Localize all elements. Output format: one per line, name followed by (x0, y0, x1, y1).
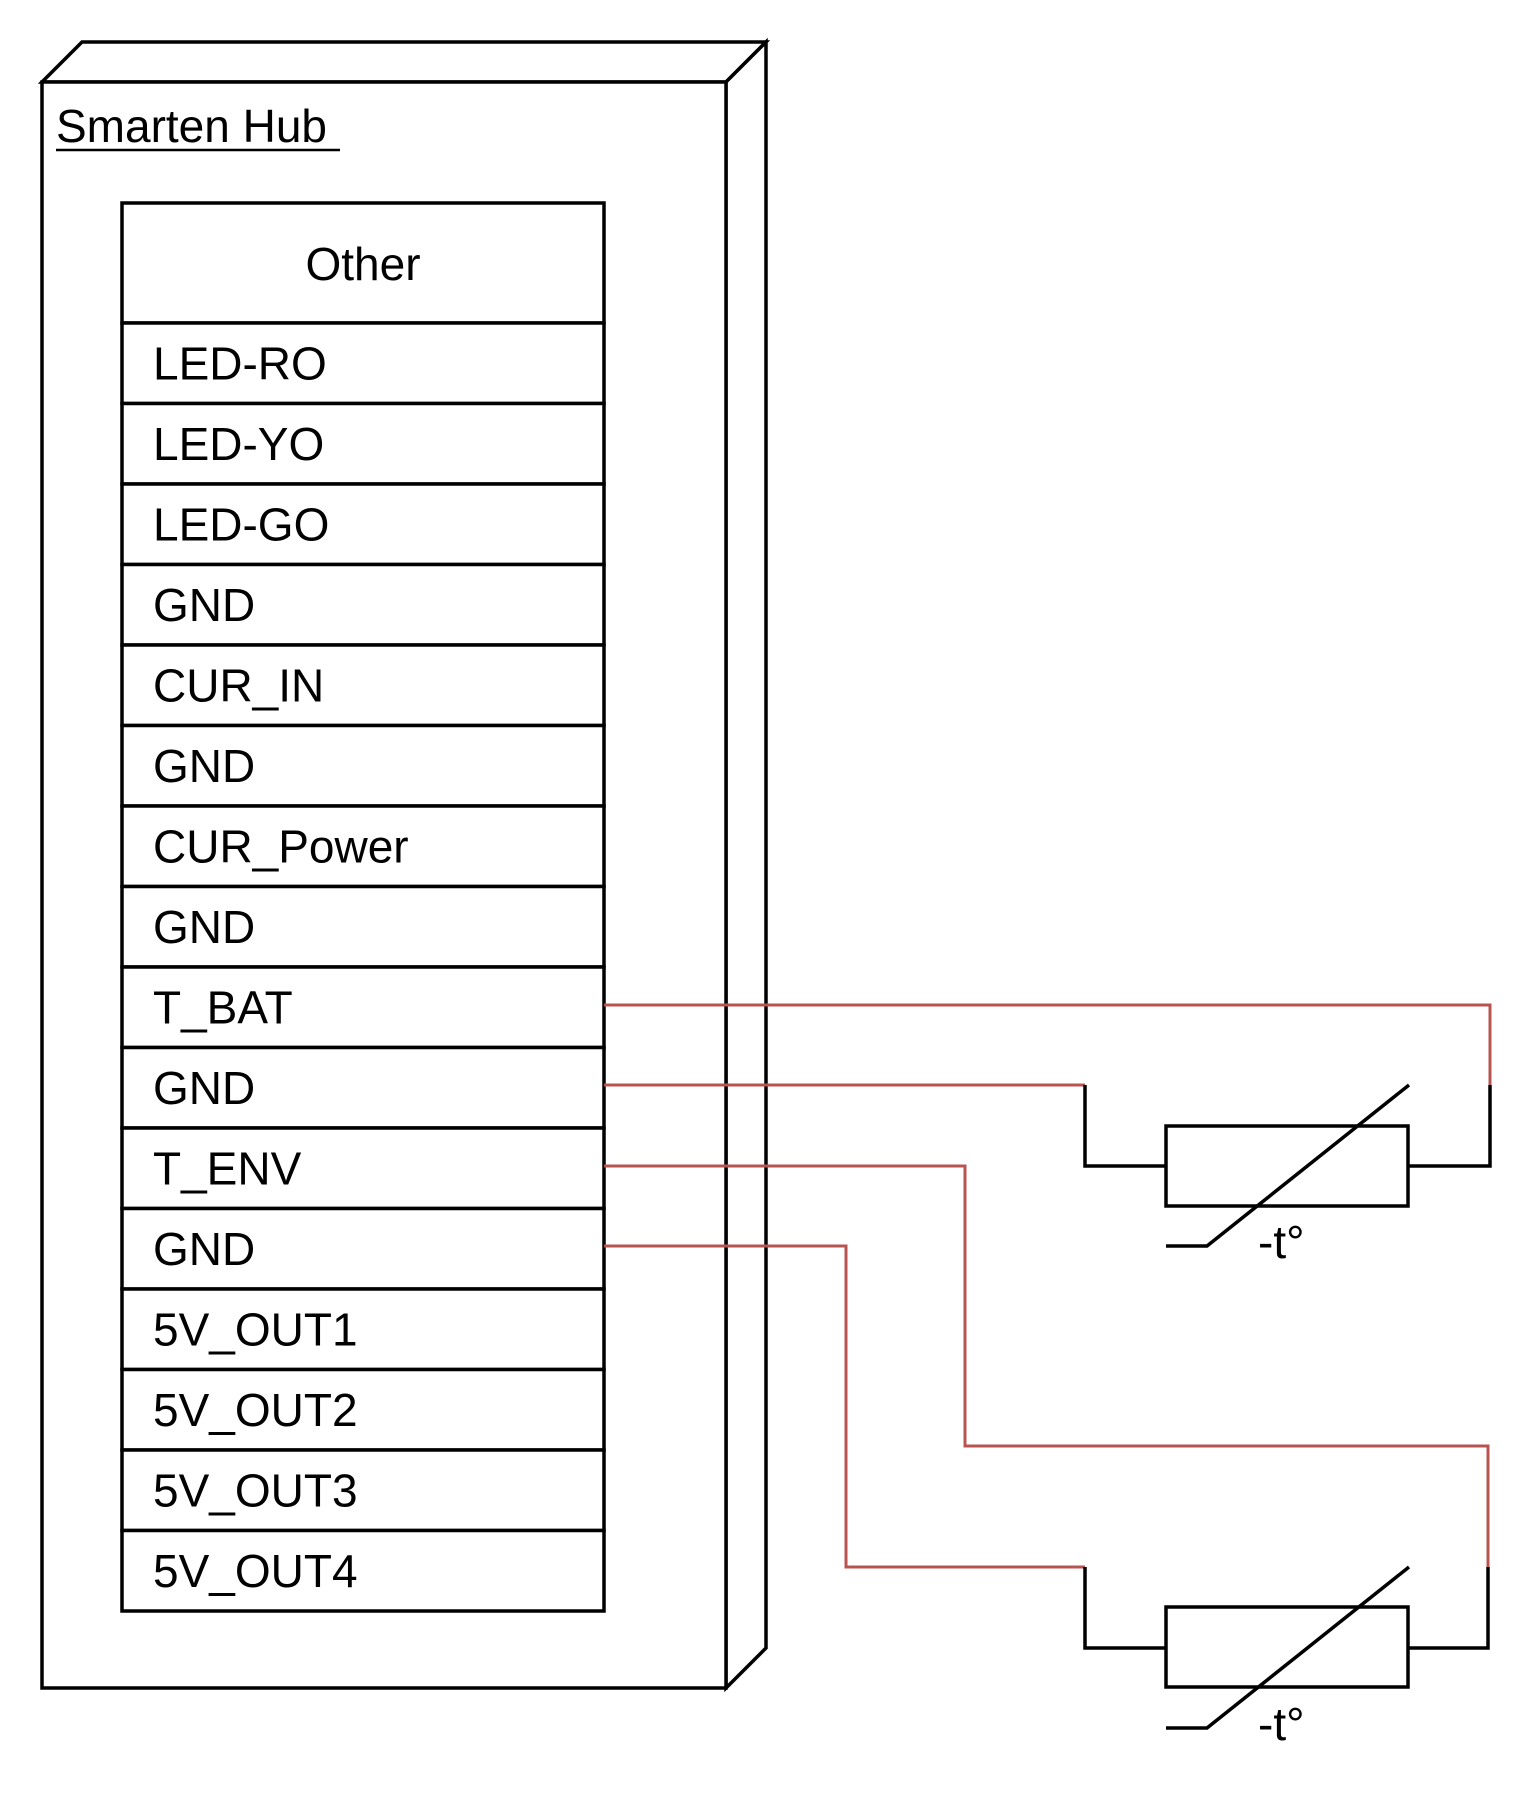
pin-label: LED-GO (153, 498, 329, 550)
pin-label: GND (153, 901, 255, 953)
pin-row (120, 1126, 606, 1211)
pin-block: Other LED-RO LED-YO LED-GO GND CUR_IN GND CUR_… (120, 201, 606, 1613)
pin-label: GND (153, 1062, 255, 1114)
pin-row (120, 1367, 606, 1452)
pin-row (120, 965, 606, 1050)
thermistor-1-slash (1166, 1083, 1411, 1248)
pin-label: 5V_OUT1 (153, 1303, 358, 1355)
thermistor-1-body (1164, 1124, 1410, 1208)
pin-row (120, 1448, 606, 1533)
pin-row (120, 401, 606, 486)
pin-row (120, 1045, 606, 1130)
pin-row (120, 884, 606, 969)
pin-label: CUR_IN (153, 659, 324, 711)
hub-node-side-face (724, 37, 768, 1693)
pin-label: LED-RO (153, 337, 327, 389)
pin-label: 5V_OUT3 (153, 1464, 358, 1516)
pin-label: GND (153, 1223, 255, 1275)
pin-label: 5V_OUT2 (153, 1384, 358, 1436)
thermistor-2-label: -t° (1258, 1698, 1305, 1750)
thermistor-2-left-lead (1083, 1567, 1166, 1650)
thermistor-1-left-lead (1083, 1085, 1166, 1168)
pin-label: GND (153, 579, 255, 631)
thermistor-2-body (1164, 1605, 1410, 1689)
thermistor-2-right-lead (1408, 1567, 1490, 1650)
thermistor-1-label: -t° (1258, 1216, 1305, 1268)
pin-label: CUR_Power (153, 820, 409, 872)
pin-label: 5V_OUT4 (153, 1545, 358, 1597)
pin-label: T_ENV (153, 1142, 302, 1194)
hub-title: Smarten Hub (56, 100, 327, 152)
pin-label: T_BAT (153, 981, 293, 1033)
pin-row (120, 1206, 606, 1291)
pin-block-header-box (120, 201, 606, 325)
pin-block-header: Other (305, 238, 420, 290)
wire-t-env (604, 1164, 1490, 1567)
wires (604, 1003, 1492, 1569)
wire-t-bat (604, 1003, 1492, 1085)
pin-label: LED-YO (153, 418, 324, 470)
pin-row (120, 482, 606, 567)
thermistor-2-slash (1166, 1565, 1411, 1730)
hub-node-top-face (37, 40, 771, 84)
thermistor-1 (1083, 1083, 1492, 1248)
pin-row (120, 562, 606, 647)
thermistor-2 (1083, 1565, 1490, 1730)
pin-label: GND (153, 740, 255, 792)
pin-row (120, 321, 606, 406)
pin-row (120, 1528, 606, 1613)
wire-gnd-therm2 (604, 1244, 1085, 1569)
thermistor-1-right-lead (1408, 1085, 1492, 1168)
pin-rows: LED-ROLED-YOLED-GOGNDCUR_INGNDCUR_PowerG… (120, 321, 606, 1613)
